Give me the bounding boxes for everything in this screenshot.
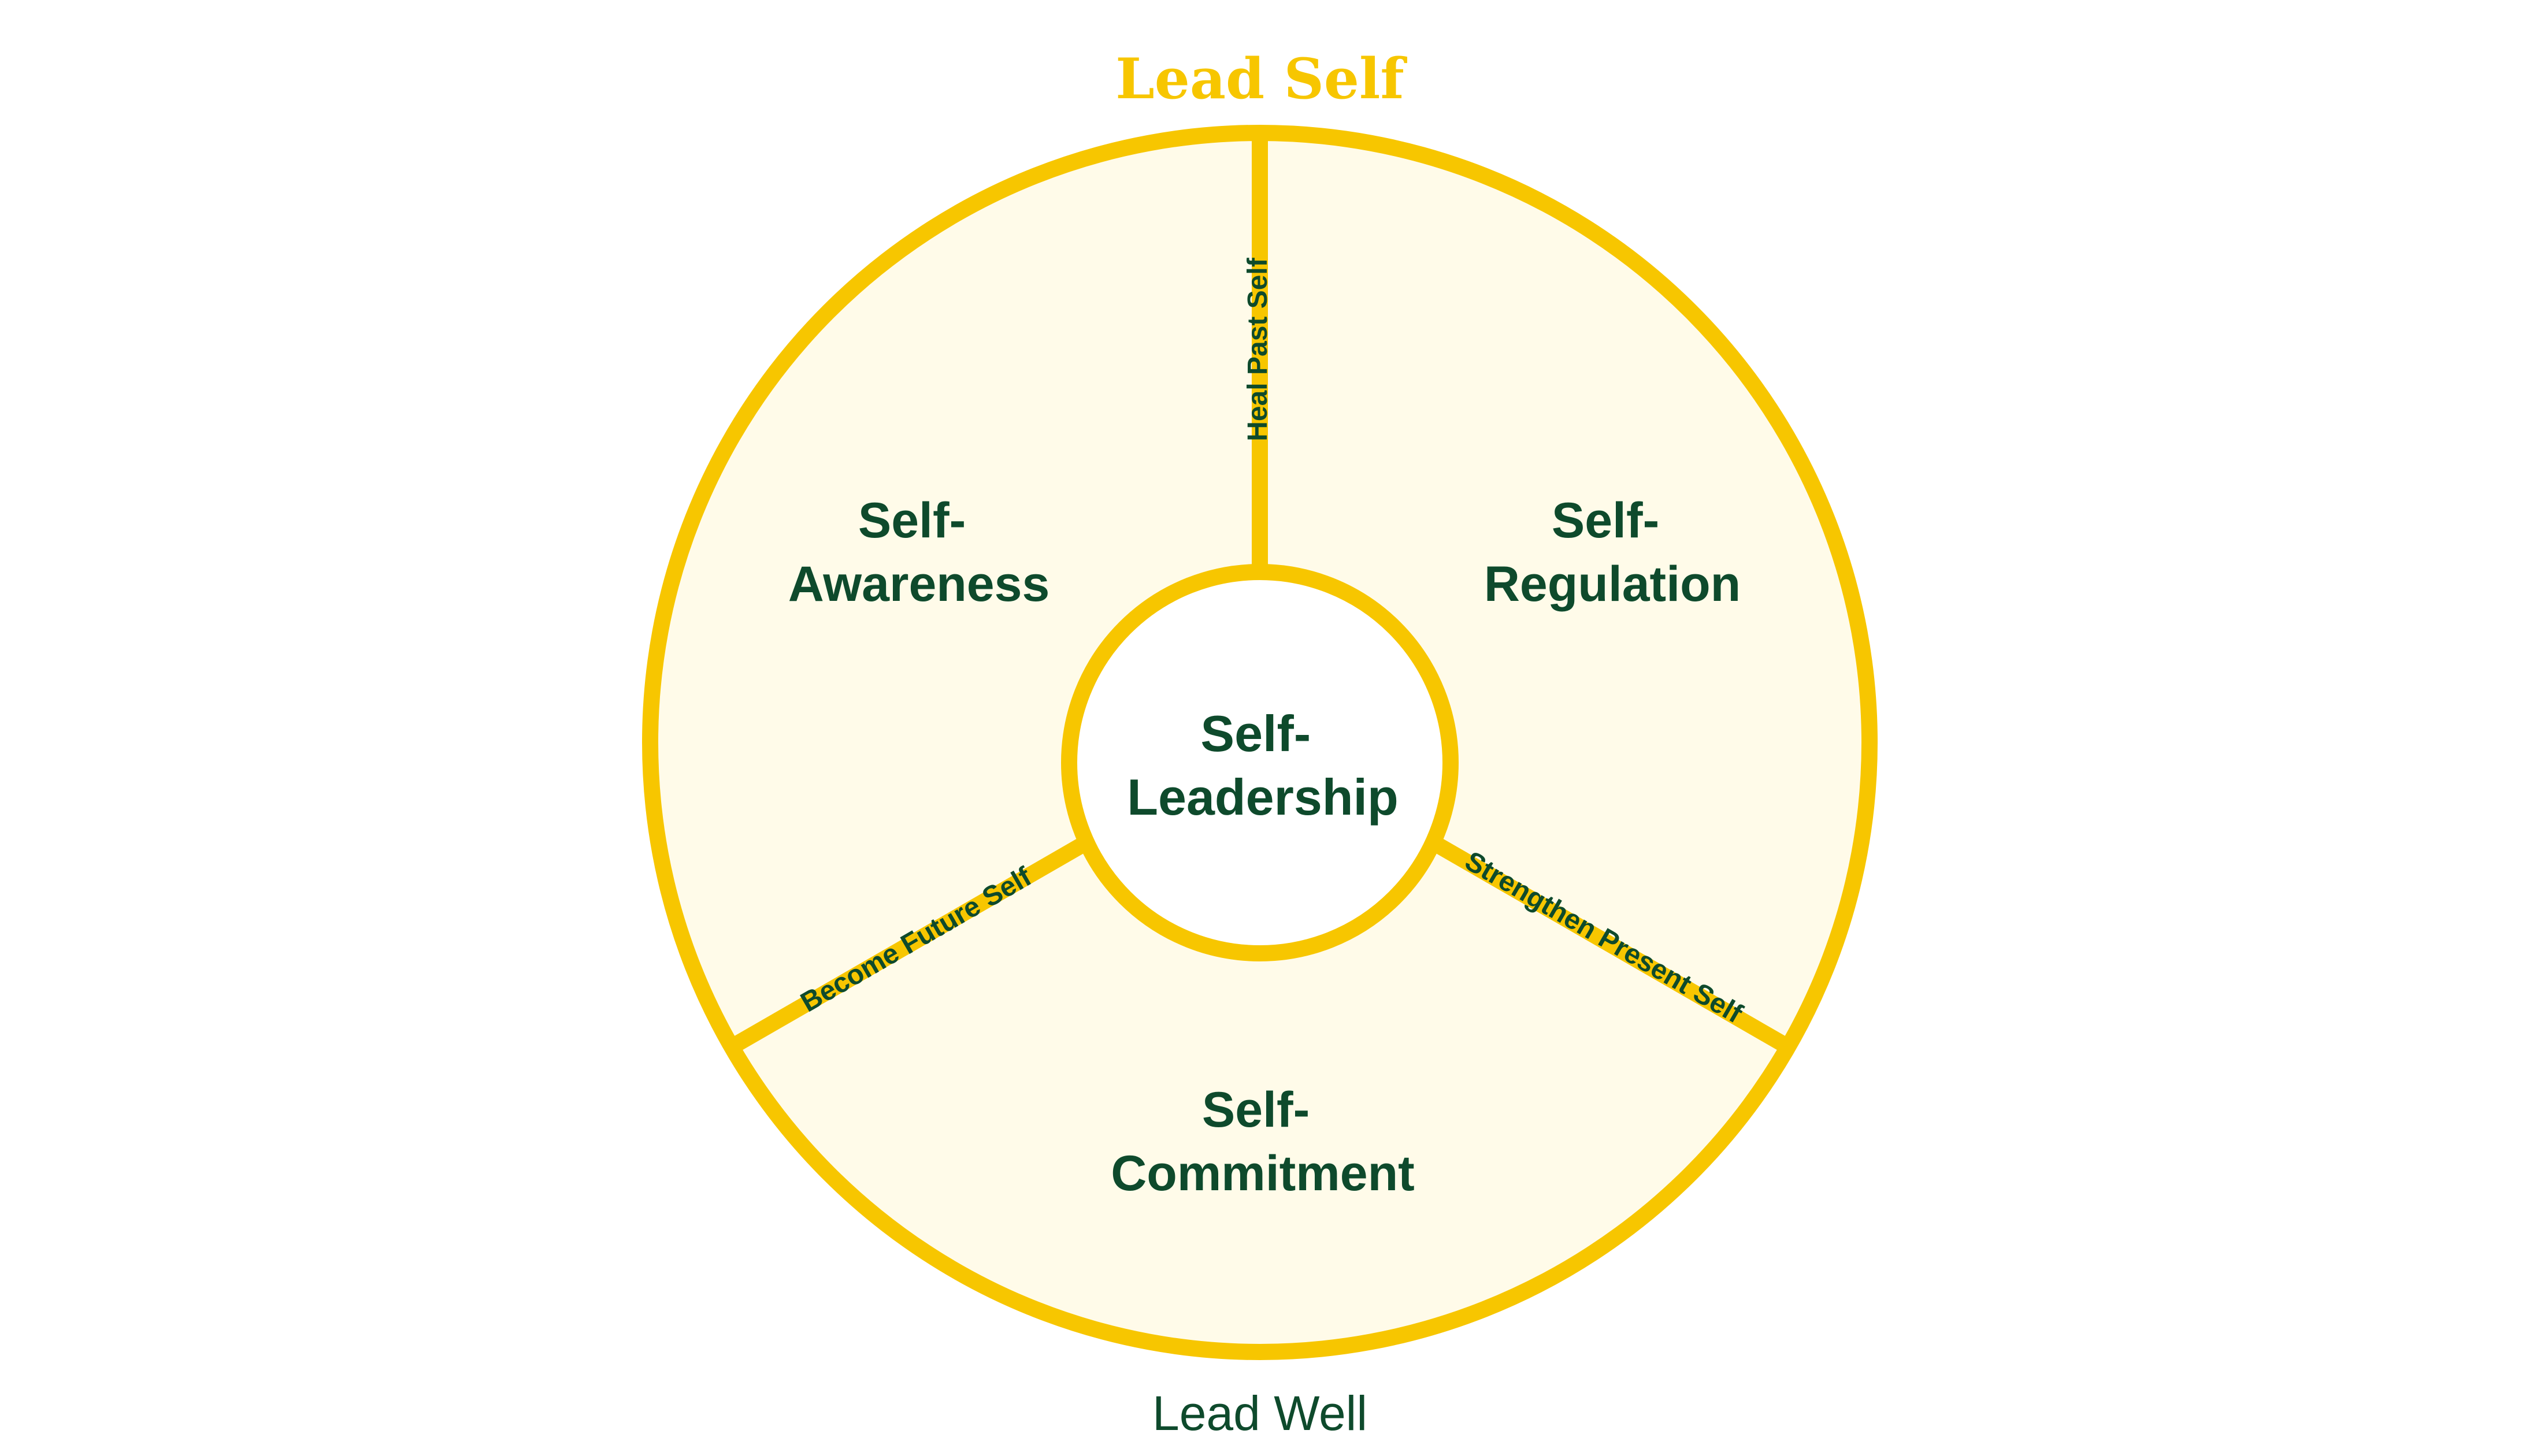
divider-right [1406,822,1792,1054]
divider-label-top: Heal Past Self [1243,257,1273,441]
segment-regulation: Self- Regulation [1484,493,1741,612]
diagram-title: Lead Self [1115,46,1407,112]
divider-left [728,822,1114,1054]
segment-awareness-line2: Awareness [788,556,1050,612]
segment-commitment-line1: Self- [1202,1082,1310,1138]
segment-commitment: Self- Commitment [1111,1082,1415,1201]
center-label-line1: Self- [1200,705,1311,762]
segment-commitment-line2: Commitment [1111,1146,1415,1201]
segment-awareness: Self- Awareness [788,493,1050,612]
segment-awareness-line1: Self- [858,493,966,548]
inner-ring [1061,564,1459,961]
center-label-line2: Leadership [1127,768,1398,826]
segment-regulation-line1: Self- [1552,493,1659,548]
segment-regulation-line2: Regulation [1484,556,1741,612]
center-label: Self- Leadership [1127,705,1398,826]
diagram-footer: Lead Well [1152,1386,1367,1440]
